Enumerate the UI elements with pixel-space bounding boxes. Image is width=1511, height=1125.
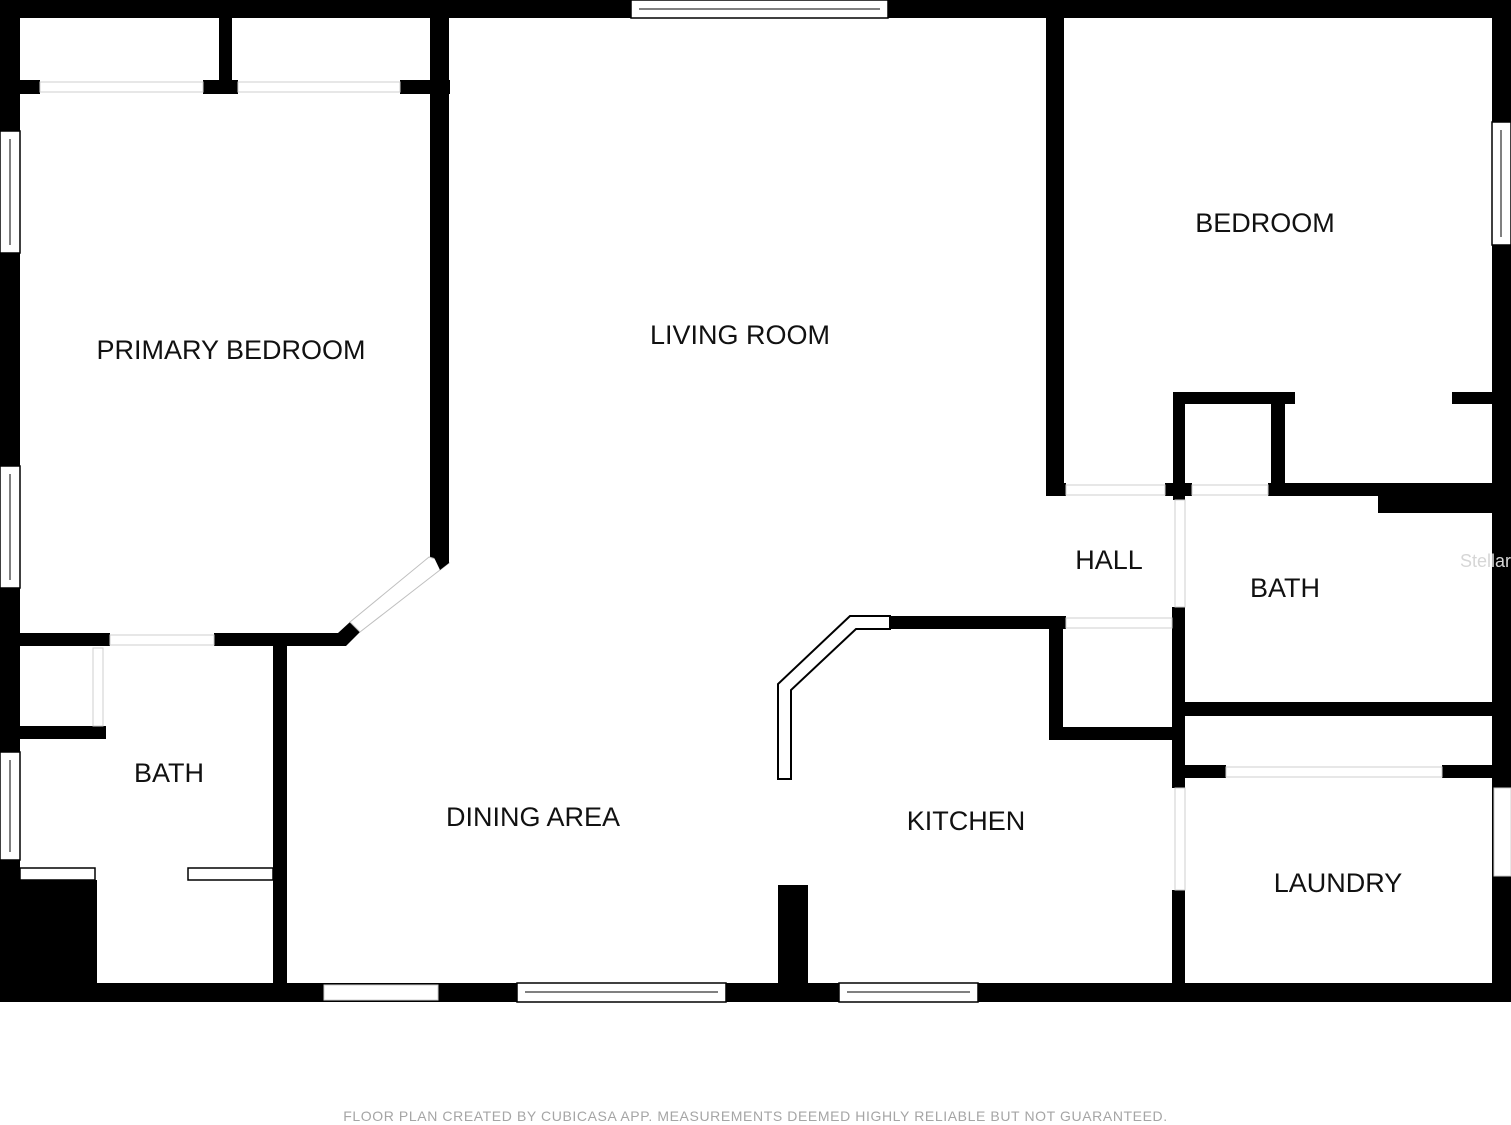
- interior-walls: [19, 18, 1492, 990]
- label-hall: HALL: [1075, 545, 1143, 575]
- room-labels: PRIMARY BEDROOM LIVING ROOM BEDROOM HALL…: [96, 208, 1402, 898]
- label-living-room: LIVING ROOM: [650, 320, 830, 350]
- door-openings: [39, 81, 1511, 1001]
- kitchen-counter: [777, 615, 891, 780]
- windows: [0, 0, 1511, 1003]
- label-dining-area: DINING AREA: [446, 802, 620, 832]
- primary-bedroom-angled-door: [349, 549, 451, 633]
- label-kitchen: KITCHEN: [907, 806, 1026, 836]
- label-bath-right: BATH: [1250, 573, 1320, 603]
- label-primary-bedroom: PRIMARY BEDROOM: [96, 335, 365, 365]
- label-bath-left: BATH: [134, 758, 204, 788]
- footer-disclaimer: FLOOR PLAN CREATED BY CUBICASA APP. MEAS…: [343, 1108, 1168, 1124]
- watermark: Stellar: [1460, 551, 1511, 571]
- label-bedroom: BEDROOM: [1195, 208, 1335, 238]
- label-laundry: LAUNDRY: [1274, 868, 1403, 898]
- exterior-walls: [0, 0, 1511, 1002]
